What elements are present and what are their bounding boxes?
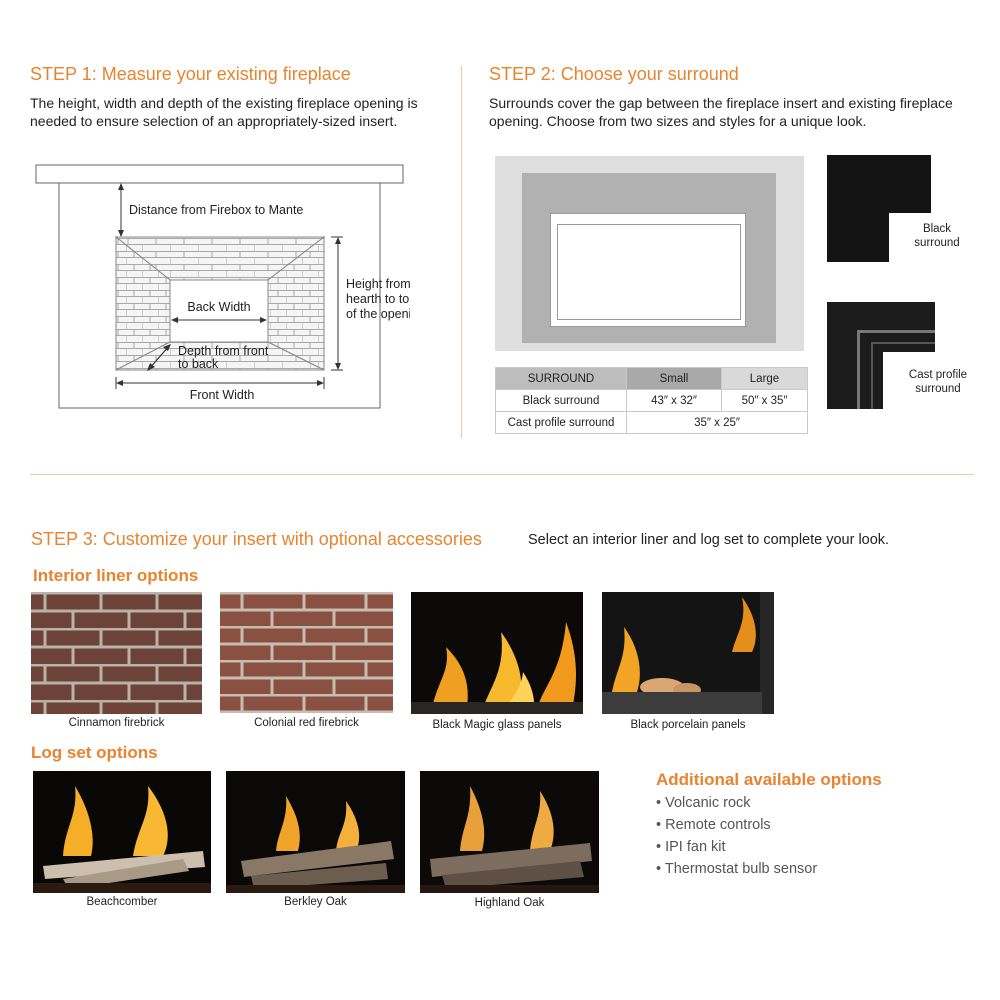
- list-item: Thermostat bulb sensor: [656, 858, 817, 880]
- back-width-label: Back Width: [187, 300, 250, 314]
- step3-subtitle: Select an interior liner and log set to …: [528, 532, 890, 548]
- table-row: Cast profile surround 35″ x 25″: [495, 411, 808, 434]
- step3-title: STEP 3: Customize your insert with optio…: [31, 529, 482, 549]
- log-caption: Beachcomber: [86, 896, 158, 908]
- step1-description: The height, width and depth of the exist…: [30, 95, 418, 129]
- black-surround-caption-1: Black: [922, 223, 952, 235]
- list-item: IPI fan kit: [656, 836, 817, 858]
- height-label-2: hearth to top: [346, 292, 410, 306]
- step1-title: STEP 1: Measure your existing fireplace: [30, 64, 351, 84]
- front-width-label: Front Width: [190, 388, 255, 402]
- log-heading: Log set options: [31, 743, 158, 762]
- cast-surround-caption-2: surround: [915, 383, 961, 395]
- firebox-back: [169, 279, 269, 343]
- table-header-small: Small: [626, 367, 722, 390]
- cinnamon-firebrick-photo: [31, 592, 202, 714]
- highland-oak-photo: [420, 771, 599, 893]
- liner-caption: Cinnamon firebrick: [68, 717, 165, 729]
- mantel-shape: [35, 164, 404, 184]
- table-cell-name: Cast profile surround: [495, 411, 627, 434]
- table-cell-small: 43″ x 32″: [626, 389, 722, 412]
- depth-label-1: Depth from front: [178, 344, 269, 358]
- colonial-red-firebrick-photo: [220, 592, 393, 713]
- height-label-1: Height from: [346, 277, 410, 291]
- table-header-large: Large: [721, 367, 808, 390]
- surround-size-table: SURROUND Small Large Black surround 43″ …: [495, 367, 808, 434]
- berkley-oak-photo: [226, 771, 405, 893]
- table-row: Black surround 43″ x 32″ 50″ x 35″: [495, 389, 808, 412]
- step2-title: STEP 2: Choose your surround: [489, 64, 739, 84]
- depth-label-2: to back: [178, 357, 219, 371]
- liner-caption: Black Magic glass panels: [432, 719, 562, 731]
- list-item: Volcanic rock: [656, 792, 817, 814]
- table-cell-name: Black surround: [495, 389, 627, 412]
- distance-label: Distance from Firebox to Mante: [129, 203, 303, 217]
- table-cell-both: 35″ x 25″: [626, 411, 808, 434]
- liner-heading: Interior liner options: [33, 566, 199, 585]
- log-caption: Berkley Oak: [284, 896, 347, 908]
- black-surround-photo: [827, 155, 931, 262]
- fireplace-measure-diagram: Distance from Firebox to Mante Back Widt…: [35, 164, 410, 409]
- insert-glass: [557, 224, 741, 320]
- black-porcelain-panels-photo: [602, 592, 774, 714]
- horizontal-divider: [30, 474, 974, 475]
- cast-profile-surround-photo: [827, 302, 935, 409]
- table-cell-large: 50″ x 35″: [721, 389, 808, 412]
- list-item: Remote controls: [656, 814, 817, 836]
- vertical-divider: [461, 66, 462, 438]
- height-label-3: of the opening: [346, 307, 410, 321]
- liner-caption: Colonial red firebrick: [254, 717, 359, 729]
- surround-illustration: [495, 156, 804, 351]
- table-header-surround: SURROUND: [495, 367, 627, 390]
- insert-front: [550, 213, 746, 327]
- beachcomber-photo: [33, 771, 211, 893]
- cast-surround-caption-1: Cast profile: [908, 369, 968, 381]
- black-surround-caption-2: surround: [914, 237, 960, 249]
- additional-heading: Additional available options: [656, 770, 882, 789]
- black-magic-glass-panels-photo: [411, 592, 583, 714]
- log-caption: Highland Oak: [474, 897, 545, 909]
- additional-options-list: Volcanic rock Remote controls IPI fan ki…: [656, 792, 817, 880]
- liner-caption: Black porcelain panels: [630, 719, 746, 731]
- step2-description: Surrounds cover the gap between the fire…: [489, 95, 953, 129]
